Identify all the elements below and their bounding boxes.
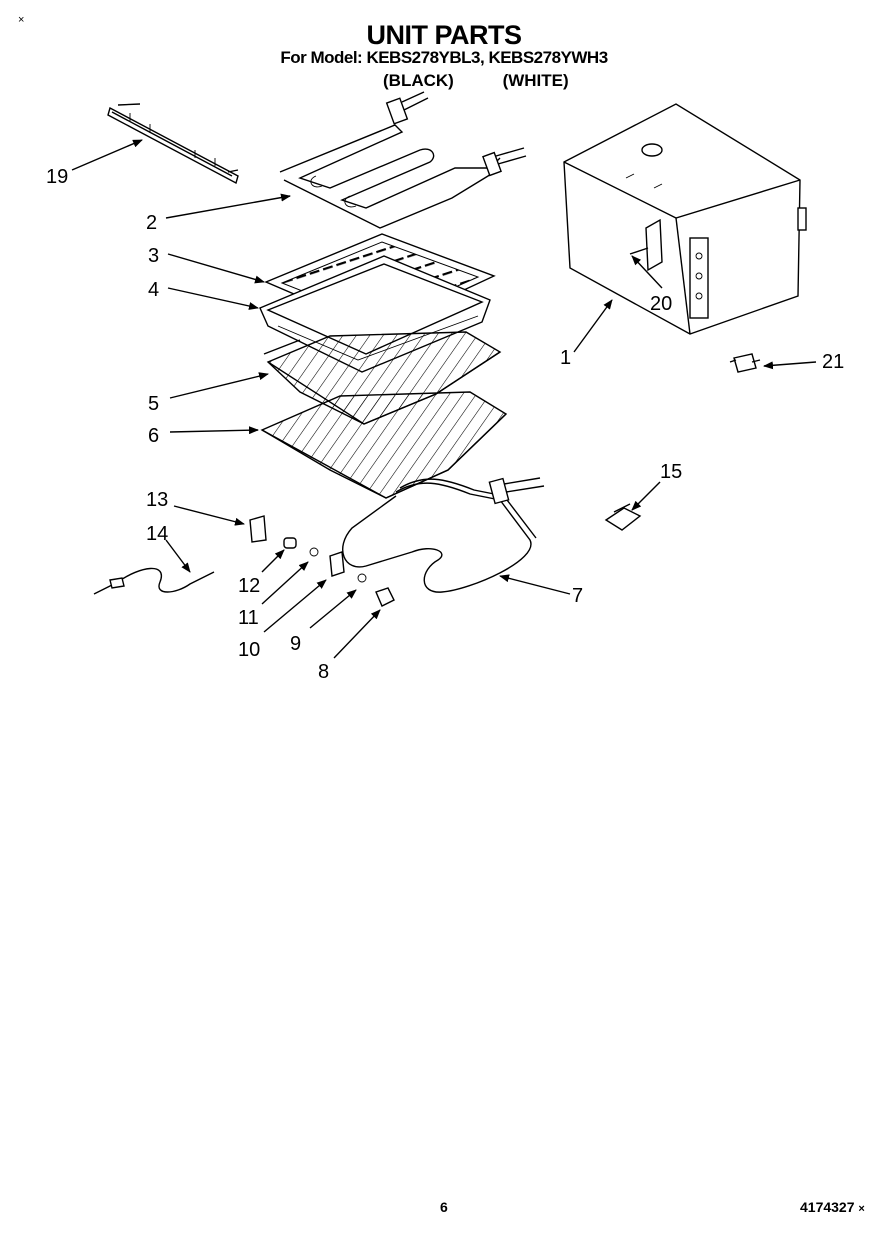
- callout-8: 8: [318, 661, 329, 683]
- part-21-clip: [729, 353, 761, 373]
- corner-mark-top-left: ×: [18, 14, 25, 26]
- callout-1: 1: [560, 347, 571, 369]
- callout-11: 11: [238, 607, 259, 629]
- part-2-broil-element: [279, 91, 527, 229]
- leader-lines: [71, 139, 817, 659]
- callout-9: 9: [290, 633, 301, 655]
- callout-15: 15: [660, 461, 682, 483]
- callout-14: 14: [146, 523, 168, 545]
- variant-white-label: (WHITE): [502, 71, 569, 90]
- variant-black-label: (BLACK): [383, 71, 454, 90]
- callout-7: 7: [572, 585, 583, 607]
- part-19-rail: [107, 103, 239, 185]
- diagram-title: UNIT PARTS: [366, 20, 523, 50]
- callout-4: 4: [148, 279, 159, 301]
- callout-10: 10: [238, 639, 260, 661]
- part-15-bracket: [604, 503, 642, 531]
- part-7-bake-element: [342, 477, 545, 593]
- callout-5: 5: [148, 393, 159, 415]
- part-20-rack-guide: [629, 218, 663, 272]
- callout-12: 12: [238, 575, 260, 597]
- model-line: For Model: KEBS278YBL3, KEBS278YWH3: [280, 48, 608, 67]
- callout-6: 6: [148, 425, 159, 447]
- callout-20: 20: [650, 293, 672, 315]
- callout-2: 2: [146, 212, 157, 234]
- page-number: 6: [440, 1199, 448, 1215]
- document-number: 4174327 ×: [800, 1199, 865, 1215]
- callout-19: 19: [46, 166, 68, 188]
- variant-labels: (BLACK) (WHITE): [383, 71, 569, 91]
- part-6-lower-rack: [260, 391, 508, 499]
- callout-21: 21: [822, 351, 844, 373]
- part-14-sensor-probe: [93, 567, 215, 595]
- callout-numbers: 19 2 3 4 5 6 1 20 21 15 7 13 14 12 11 10…: [46, 166, 844, 683]
- parts-8-13-hardware: [249, 515, 395, 607]
- callout-13: 13: [146, 489, 168, 511]
- part-1-oven-cavity: [563, 103, 807, 335]
- document-number-value: 4174327: [800, 1199, 855, 1215]
- corner-mark-bottom-right: ×: [858, 1203, 865, 1215]
- callout-3: 3: [148, 245, 159, 267]
